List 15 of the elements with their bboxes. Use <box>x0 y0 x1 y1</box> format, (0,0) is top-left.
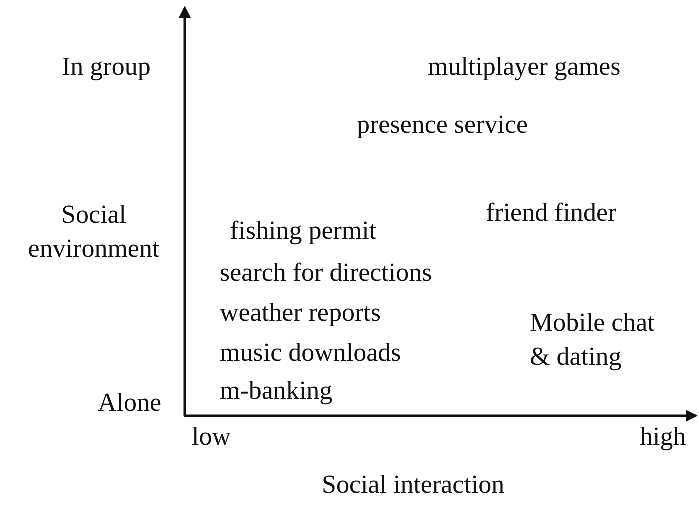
axis-label: In group <box>62 51 151 83</box>
axis-label: Alone <box>98 387 162 419</box>
axis-title: Social environment <box>27 199 161 265</box>
item-label: weather reports <box>220 297 381 329</box>
item-label: multiplayer games <box>428 51 621 83</box>
item-label: m-banking <box>220 375 333 407</box>
tick-label: low <box>192 421 231 453</box>
item-label: presence service <box>357 109 528 141</box>
item-label: search for directions <box>220 257 432 289</box>
axis-title: Social interaction <box>322 469 505 501</box>
tick-label: high <box>640 421 686 453</box>
item-label: friend finder <box>486 197 617 229</box>
item-label: music downloads <box>220 337 402 369</box>
item-label: fishing permit <box>230 215 377 247</box>
item-label: Mobile chat & dating <box>530 307 656 373</box>
